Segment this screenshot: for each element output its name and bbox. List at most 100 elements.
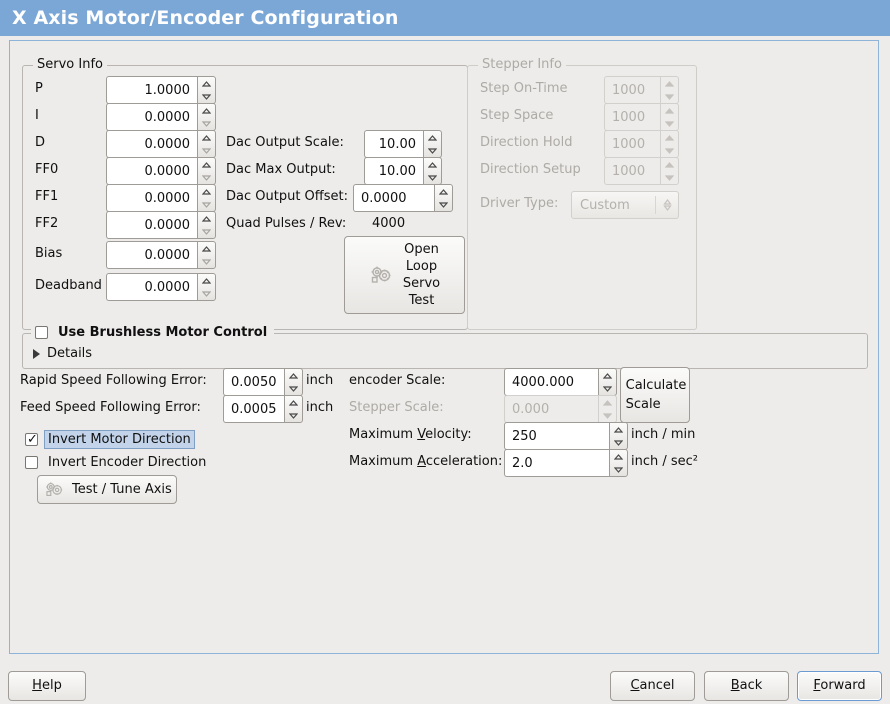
spin-down-icon[interactable] [661,90,678,103]
dac-output-scale-spin[interactable]: 10.00 [364,130,442,158]
spin-down-icon[interactable] [599,382,616,395]
spin-down-icon[interactable] [198,144,215,157]
d-spin[interactable]: 0.0000 [106,130,216,158]
i-value[interactable]: 0.0000 [106,103,197,131]
rapid-following-error-stepper[interactable] [284,368,303,396]
dac-max-output-value[interactable]: 10.00 [364,157,423,185]
spin-down-icon[interactable] [599,409,616,422]
back-button[interactable]: Back [704,671,789,701]
dac-output-scale-value[interactable]: 10.00 [364,130,423,158]
max-acceleration-stepper[interactable] [609,449,628,477]
ff2-stepper[interactable] [197,211,216,239]
spin-down-icon[interactable] [285,382,302,395]
dac-max-output-spin[interactable]: 10.00 [364,157,442,185]
spin-down-icon[interactable] [198,255,215,268]
deadband-value[interactable]: 0.0000 [106,273,197,301]
step-on-time-spin[interactable]: 1000 [604,76,679,104]
deadband-spin[interactable]: 0.0000 [106,273,216,301]
ff1-spin[interactable]: 0.0000 [106,184,216,212]
step-space-value[interactable]: 1000 [604,103,660,131]
dac-output-offset-stepper[interactable] [434,184,453,212]
step-space-stepper[interactable] [660,103,679,131]
dac-max-output-stepper[interactable] [423,157,442,185]
d-value[interactable]: 0.0000 [106,130,197,158]
ff0-value[interactable]: 0.0000 [106,157,197,185]
spin-down-icon[interactable] [285,409,302,422]
spin-down-icon[interactable] [198,90,215,103]
checkbox-box[interactable]: ✓ [25,433,38,446]
spin-up-icon[interactable] [424,131,441,144]
max-velocity-value[interactable]: 250 [504,422,609,450]
rapid-following-error-spin[interactable]: 0.0050 [223,368,303,396]
stepper-scale-spin[interactable]: 0.000 [504,395,617,423]
i-spin[interactable]: 0.0000 [106,103,216,131]
encoder-scale-stepper[interactable] [598,368,617,396]
ff2-value[interactable]: 0.0000 [106,211,197,239]
step-space-spin[interactable]: 1000 [604,103,679,131]
spin-down-icon[interactable] [198,198,215,211]
spin-up-icon[interactable] [198,274,215,287]
spin-up-icon[interactable] [661,104,678,117]
details-expander[interactable]: Details [31,346,92,361]
invert-motor-direction-checkbox[interactable]: ✓ Invert Motor Direction [25,430,195,449]
driver-type-combo[interactable]: Custom [571,191,679,219]
spin-down-icon[interactable] [435,198,452,211]
spin-down-icon[interactable] [610,463,627,476]
spin-up-icon[interactable] [198,131,215,144]
bias-value[interactable]: 0.0000 [106,241,197,269]
spin-down-icon[interactable] [198,225,215,238]
max-acceleration-spin[interactable]: 2.0 [504,449,628,477]
direction-hold-value[interactable]: 1000 [604,130,660,158]
spin-up-icon[interactable] [610,423,627,436]
spin-down-icon[interactable] [661,144,678,157]
cancel-button[interactable]: Cancel [610,671,695,701]
spin-up-icon[interactable] [285,369,302,382]
p-value[interactable]: 1.0000 [106,76,197,104]
spin-down-icon[interactable] [424,144,441,157]
spin-up-icon[interactable] [610,450,627,463]
p-stepper[interactable] [197,76,216,104]
spin-up-icon[interactable] [198,242,215,255]
max-velocity-stepper[interactable] [609,422,628,450]
spin-down-icon[interactable] [198,287,215,300]
ff1-value[interactable]: 0.0000 [106,184,197,212]
ff0-spin[interactable]: 0.0000 [106,157,216,185]
step-on-time-value[interactable]: 1000 [604,76,660,104]
rapid-following-error-value[interactable]: 0.0050 [223,368,284,396]
spin-up-icon[interactable] [661,158,678,171]
direction-hold-stepper[interactable] [660,130,679,158]
ff1-stepper[interactable] [197,184,216,212]
d-stepper[interactable] [197,130,216,158]
spin-up-icon[interactable] [198,77,215,90]
dac-output-scale-stepper[interactable] [423,130,442,158]
spin-up-icon[interactable] [599,396,616,409]
feed-following-error-stepper[interactable] [284,395,303,423]
deadband-stepper[interactable] [197,273,216,301]
spin-down-icon[interactable] [424,171,441,184]
spin-up-icon[interactable] [661,131,678,144]
i-stepper[interactable] [197,103,216,131]
ff2-spin[interactable]: 0.0000 [106,211,216,239]
test-tune-axis-button[interactable]: Test / Tune Axis [37,475,177,504]
spin-up-icon[interactable] [198,158,215,171]
feed-following-error-value[interactable]: 0.0005 [223,395,284,423]
spin-up-icon[interactable] [424,158,441,171]
p-spin[interactable]: 1.0000 [106,76,216,104]
help-button[interactable]: Help [8,671,86,701]
spin-up-icon[interactable] [435,185,452,198]
bias-spin[interactable]: 0.0000 [106,241,216,269]
direction-setup-value[interactable]: 1000 [604,157,660,185]
spin-down-icon[interactable] [198,171,215,184]
checkbox-box[interactable] [35,326,48,339]
dac-output-offset-value[interactable]: 0.0000 [353,184,434,212]
dac-output-offset-spin[interactable]: 0.0000 [353,184,453,212]
step-on-time-stepper[interactable] [660,76,679,104]
spin-down-icon[interactable] [661,171,678,184]
spin-down-icon[interactable] [661,117,678,130]
encoder-scale-spin[interactable]: 4000.000 [504,368,617,396]
spin-down-icon[interactable] [198,117,215,130]
ff0-stepper[interactable] [197,157,216,185]
feed-following-error-spin[interactable]: 0.0005 [223,395,303,423]
invert-encoder-direction-checkbox[interactable]: Invert Encoder Direction [25,454,209,471]
open-loop-servo-test-button[interactable]: Open Loop Servo Test [344,236,465,314]
